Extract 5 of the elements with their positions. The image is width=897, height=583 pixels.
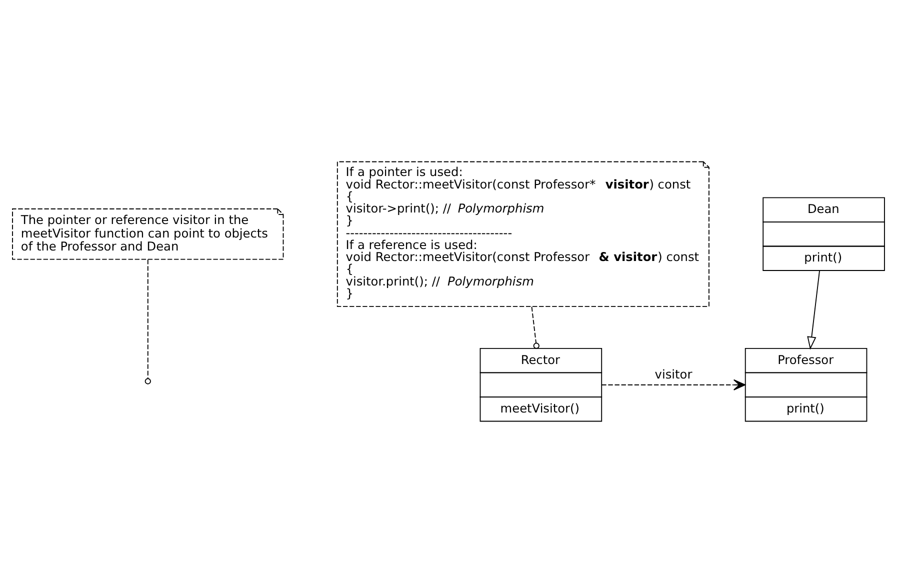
- connector: [531, 306, 540, 349]
- connector: [147, 259, 148, 379]
- arrow: [601, 379, 746, 390]
- edge-label: visitor: [654, 368, 692, 382]
- arrow: [807, 270, 820, 350]
